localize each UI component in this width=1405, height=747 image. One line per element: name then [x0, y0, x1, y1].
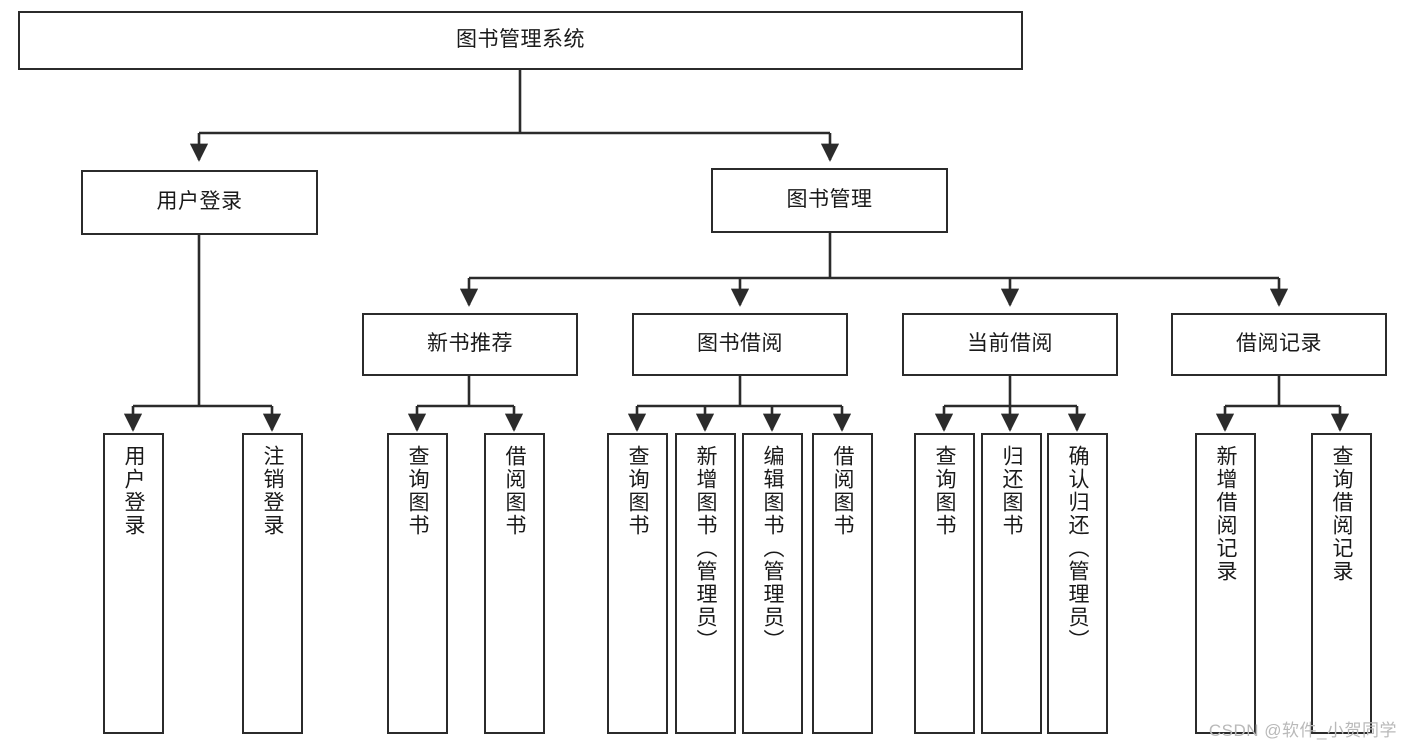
node-leaf-query-book-1[interactable]: 查询图书: [387, 433, 448, 734]
watermark-text: CSDN @软件_小贺同学: [1208, 721, 1397, 740]
node-leaf-add-book[interactable]: 新增图书（管理员）: [675, 433, 736, 734]
node-leaf-logout-login[interactable]: 注销登录: [242, 433, 303, 734]
node-leaf-edit-book-label: 编辑图书（管理员）: [761, 445, 784, 652]
node-leaf-return-book[interactable]: 归还图书: [981, 433, 1042, 734]
node-leaf-query-book-2[interactable]: 查询图书: [607, 433, 668, 734]
node-leaf-borrow-book-2[interactable]: 借阅图书: [812, 433, 873, 734]
node-user-login-label: 用户登录: [156, 190, 243, 214]
node-leaf-logout-login-label: 注销登录: [261, 445, 284, 537]
node-leaf-query-book-1-label: 查询图书: [406, 445, 429, 537]
node-leaf-add-record[interactable]: 新增借阅记录: [1195, 433, 1256, 734]
node-leaf-query-record-label: 查询借阅记录: [1330, 445, 1353, 583]
node-leaf-confirm-return[interactable]: 确认归还（管理员）: [1047, 433, 1108, 734]
node-leaf-user-login[interactable]: 用户登录: [103, 433, 164, 734]
node-leaf-query-book-2-label: 查询图书: [626, 445, 649, 537]
node-leaf-add-record-label: 新增借阅记录: [1214, 445, 1237, 583]
node-leaf-query-book-3-label: 查询图书: [933, 445, 956, 537]
node-new-book-recommend-label: 新书推荐: [427, 332, 513, 356]
node-leaf-borrow-book-1-label: 借阅图书: [503, 445, 526, 537]
node-book-borrow[interactable]: 图书借阅: [632, 313, 848, 376]
node-user-login[interactable]: 用户登录: [81, 170, 318, 235]
node-borrow-record[interactable]: 借阅记录: [1171, 313, 1387, 376]
node-leaf-query-book-3[interactable]: 查询图书: [914, 433, 975, 734]
node-leaf-query-record[interactable]: 查询借阅记录: [1311, 433, 1372, 734]
node-leaf-borrow-book-2-label: 借阅图书: [831, 445, 854, 537]
node-leaf-borrow-book-1[interactable]: 借阅图书: [484, 433, 545, 734]
node-book-manage-label: 图书管理: [786, 188, 873, 212]
node-book-manage[interactable]: 图书管理: [711, 168, 948, 233]
node-current-borrow-label: 当前借阅: [967, 332, 1053, 356]
node-borrow-record-label: 借阅记录: [1236, 332, 1322, 356]
node-leaf-edit-book[interactable]: 编辑图书（管理员）: [742, 433, 803, 734]
node-leaf-user-login-label: 用户登录: [122, 445, 145, 537]
node-new-book-recommend[interactable]: 新书推荐: [362, 313, 578, 376]
node-root[interactable]: 图书管理系统: [18, 11, 1023, 70]
node-leaf-add-book-label: 新增图书（管理员）: [694, 445, 717, 652]
node-leaf-return-book-label: 归还图书: [1000, 445, 1023, 537]
node-current-borrow[interactable]: 当前借阅: [902, 313, 1118, 376]
node-book-borrow-label: 图书借阅: [697, 332, 783, 356]
node-leaf-confirm-return-label: 确认归还（管理员）: [1066, 445, 1089, 652]
node-root-label: 图书管理系统: [456, 28, 585, 52]
